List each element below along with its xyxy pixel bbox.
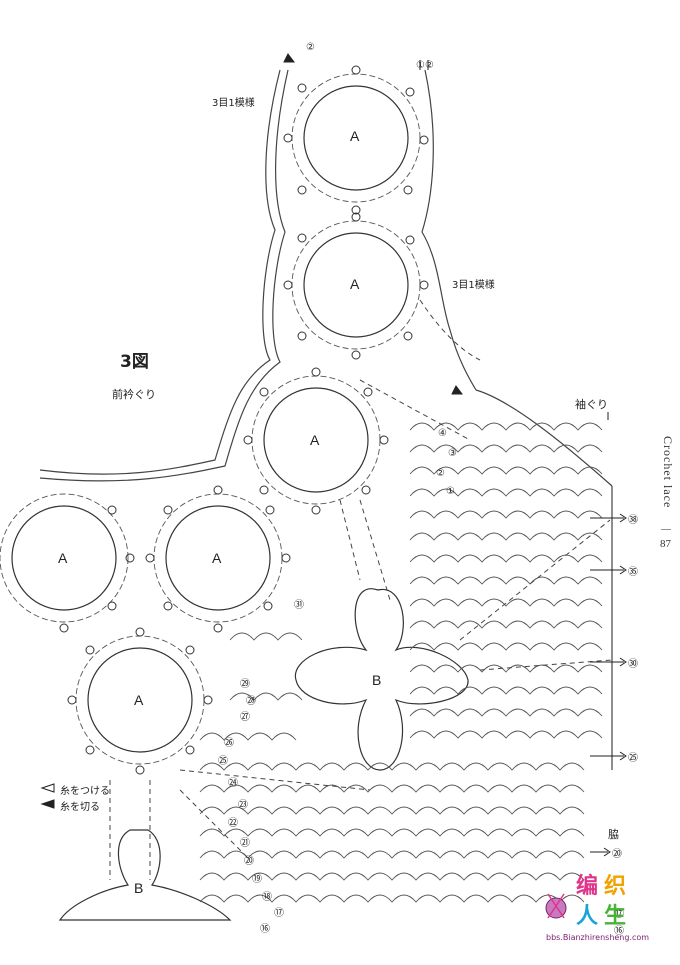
row-number: ㉔ [228, 778, 238, 789]
row-marker: ② [306, 42, 315, 53]
row-number: ⑯ [614, 926, 624, 937]
motif-b-flower [58, 588, 469, 921]
pattern-repeat-label: 3目1模様 [452, 280, 495, 291]
row-number: ㊳ [628, 515, 638, 526]
row-number: ① [446, 486, 455, 497]
row-number: ② [436, 468, 445, 479]
row-number: ⑯ [260, 924, 270, 935]
row-number: ㉟ [628, 567, 638, 578]
front-neck-label: 前衿ぐり [112, 388, 156, 401]
motif-b-label: B [134, 880, 144, 896]
row-number: ㉓ [238, 800, 248, 811]
motif-a-label: A [350, 128, 360, 144]
watermark-url: bbs.Bianzhirensheng.com [546, 933, 650, 942]
row-number: ㉕ [628, 753, 638, 764]
row-number: ㉒ [228, 818, 238, 829]
figure-title: 3図 [120, 352, 149, 372]
row-number: ⑱ [262, 892, 272, 903]
row-number: ⑳ [244, 856, 254, 867]
motif-a-label: A [310, 432, 320, 448]
running-head-title: Crochet lace [661, 436, 675, 509]
row-number: ⑰ [274, 908, 284, 919]
row-number: ㉗ [240, 712, 250, 723]
watermark-char: 人 [576, 904, 599, 929]
row-number: ⑰ [614, 909, 624, 920]
row-number: ⑲ [252, 874, 262, 885]
row-arrows [419, 60, 627, 857]
armhole-label: 袖ぐり [575, 398, 608, 411]
garment-outline [39, 69, 613, 770]
motif-a-label: A [212, 550, 222, 566]
motif-picots [59, 65, 429, 775]
legend-attach-label: 糸をつける [60, 786, 110, 797]
watermark-char: 织 [604, 874, 627, 899]
page-number: 87 [660, 538, 671, 550]
legend-cut-label: 糸を切る [60, 802, 100, 813]
legend-symbols [40, 53, 463, 809]
motif-a-label: A [58, 550, 68, 566]
row-number: ㉕ [218, 756, 228, 767]
row-number: ㉙ [240, 679, 250, 690]
row-number: ③ [448, 448, 457, 459]
motif-a-label: A [134, 692, 144, 708]
watermark-char: 编 [576, 874, 599, 899]
row-number: ④ [438, 428, 447, 439]
yarn-ball-icon [545, 893, 567, 919]
row-number: ㉚ [628, 659, 638, 670]
row-number: ㉛ [294, 600, 304, 611]
row-number: ⑳ [612, 849, 622, 860]
row-number: ㉑ [240, 838, 250, 849]
watermark-char: 生 [604, 904, 627, 929]
row-number: ㉘ [246, 696, 256, 707]
motifs-a [11, 85, 409, 753]
row-marker: ①② [416, 60, 434, 71]
motif-a-label: A [350, 276, 360, 292]
motif-b-label: B [372, 672, 382, 688]
pattern-repeat-label: 3目1模様 [212, 98, 255, 109]
row-number: ㉖ [224, 738, 234, 749]
side-label: 脇 [608, 828, 619, 841]
running-head-dash: — [661, 524, 671, 535]
